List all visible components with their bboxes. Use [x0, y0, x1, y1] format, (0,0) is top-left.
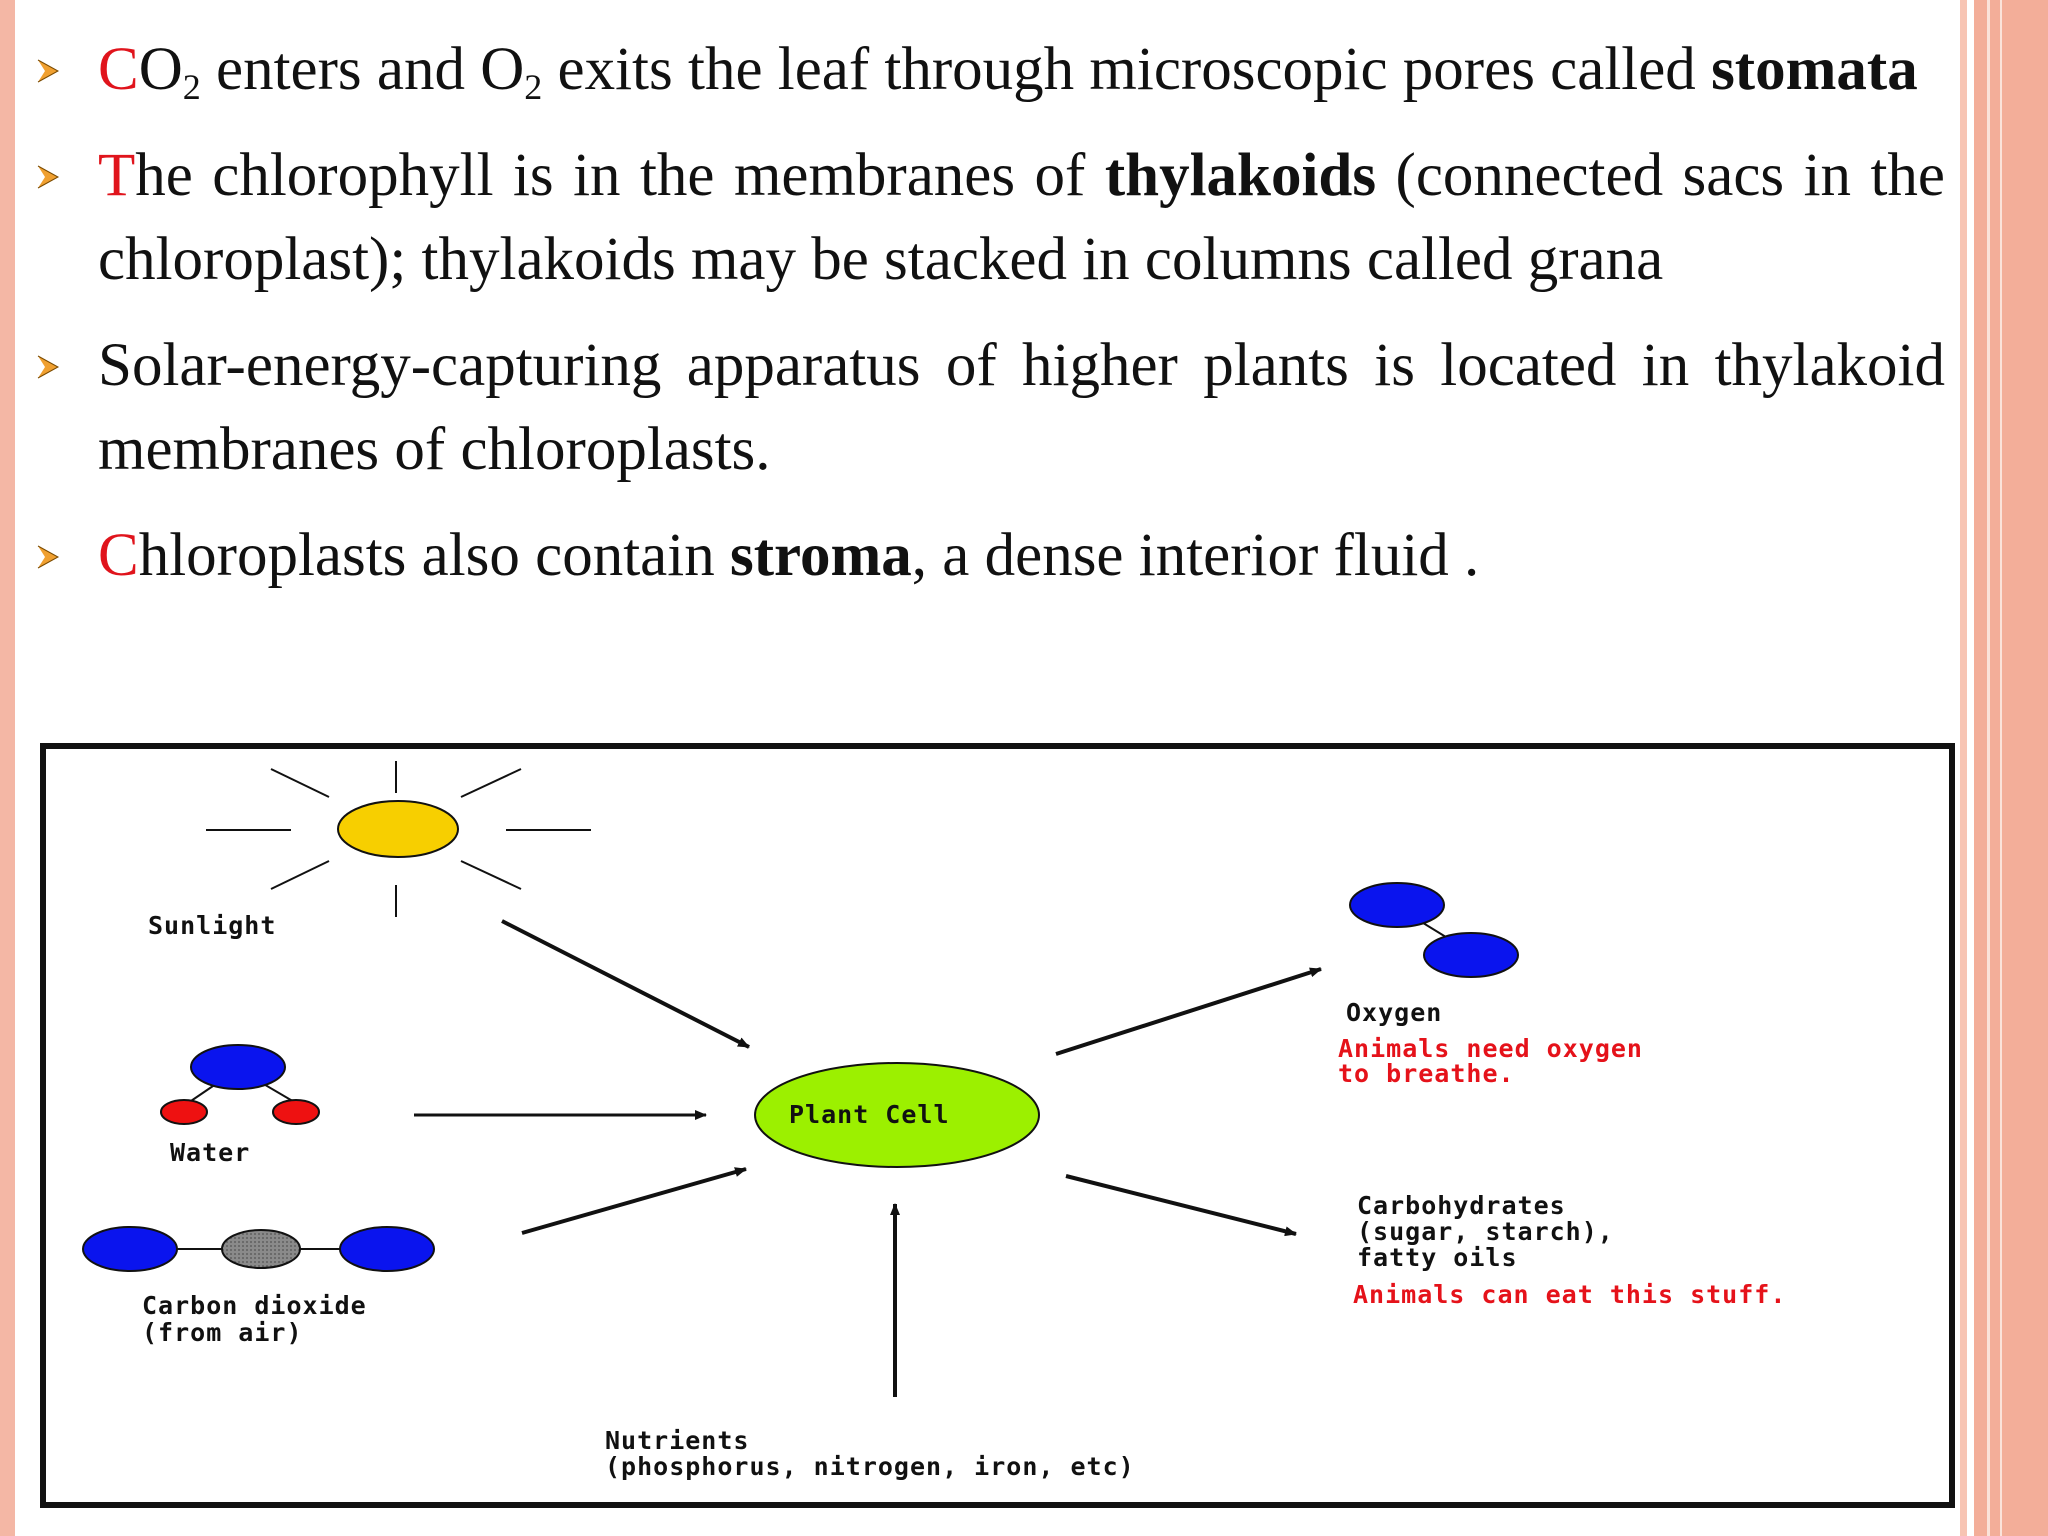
nutrients-sublabel: (phosphorus, nitrogen, iron, etc) [605, 1452, 1135, 1481]
diagram-drawing [82, 761, 1519, 1397]
left-edge-decoration [0, 0, 15, 1536]
bullet-text: hloroplasts also contain [138, 522, 730, 589]
right-edge-stripe [1987, 0, 1990, 1536]
co2-molecule-icon [82, 1226, 435, 1272]
water-label: Water [170, 1138, 251, 1167]
bullet-text: he chlorophyll is in the membranes of [135, 142, 1105, 209]
nutrients-label: Nutrients [605, 1426, 750, 1455]
carbohydrates-sublabel: (sugar, starch), [1357, 1217, 1614, 1246]
arrow-bullet-icon [37, 355, 60, 379]
bold-term: stomata [1711, 36, 1918, 103]
bullet-item: The chlorophyll is in the membranes of t… [30, 134, 1945, 302]
bullet-text: S [98, 332, 132, 399]
bullet-item: Chloroplasts also contain stroma, a dens… [30, 514, 1945, 598]
co2-sublabel: (from air) [142, 1318, 303, 1347]
arrow-bullet-icon [37, 545, 60, 569]
plant-cell-label: Plant Cell [789, 1100, 950, 1129]
sun-icon [206, 761, 591, 917]
bullet-text: olar-energy-capturing apparatus of highe… [98, 332, 1945, 483]
first-letter: T [98, 142, 136, 209]
bullet-item: CO2 enters and O2 exits the leaf through… [30, 28, 1945, 112]
photosynthesis-diagram: Sunlight Water Carbon dioxide (from air)… [40, 743, 1955, 1508]
co2-label: Carbon dioxide [142, 1291, 367, 1320]
bold-term: stroma [729, 522, 912, 589]
sunlight-label: Sunlight [148, 911, 277, 940]
subscript: 2 [524, 67, 543, 107]
bullet-text: enters and O [200, 36, 525, 103]
bullet-item: Solar-energy-capturing apparatus of high… [30, 324, 1945, 492]
bullet-text: exits the leaf through microscopic pores… [542, 36, 1712, 103]
oxygen-note: to breathe. [1338, 1059, 1515, 1088]
arrow-bullet-icon [37, 165, 60, 189]
first-letter: C [98, 36, 139, 103]
carbohydrates-sublabel: fatty oils [1357, 1243, 1518, 1272]
right-edge-stripe [2000, 0, 2002, 1536]
bullet-text: O [138, 36, 183, 103]
right-edge-decoration [1960, 0, 1967, 1536]
flow-arrows [414, 919, 1322, 1397]
bullet-list: CO2 enters and O2 exits the leaf through… [30, 28, 1945, 620]
right-edge-band [1974, 0, 2048, 1536]
oxygen-label: Oxygen [1346, 998, 1443, 1027]
carbohydrates-label: Carbohydrates [1357, 1191, 1566, 1220]
bold-term: thylakoids [1104, 142, 1377, 209]
oxygen-note: Animals need oxygen [1338, 1034, 1643, 1063]
oxygen-molecule-icon [1349, 882, 1519, 978]
arrow-bullet-icon [37, 59, 60, 83]
carbohydrates-note: Animals can eat this stuff. [1353, 1280, 1787, 1309]
first-letter: C [98, 522, 139, 589]
water-molecule-icon [160, 1044, 320, 1125]
plant-cell-node [754, 1062, 1040, 1168]
subscript: 2 [182, 67, 201, 107]
bullet-text: , a dense interior fluid . [911, 522, 1480, 589]
bullet-text: (connected sacs in the chloroplast); thy… [98, 142, 1945, 293]
